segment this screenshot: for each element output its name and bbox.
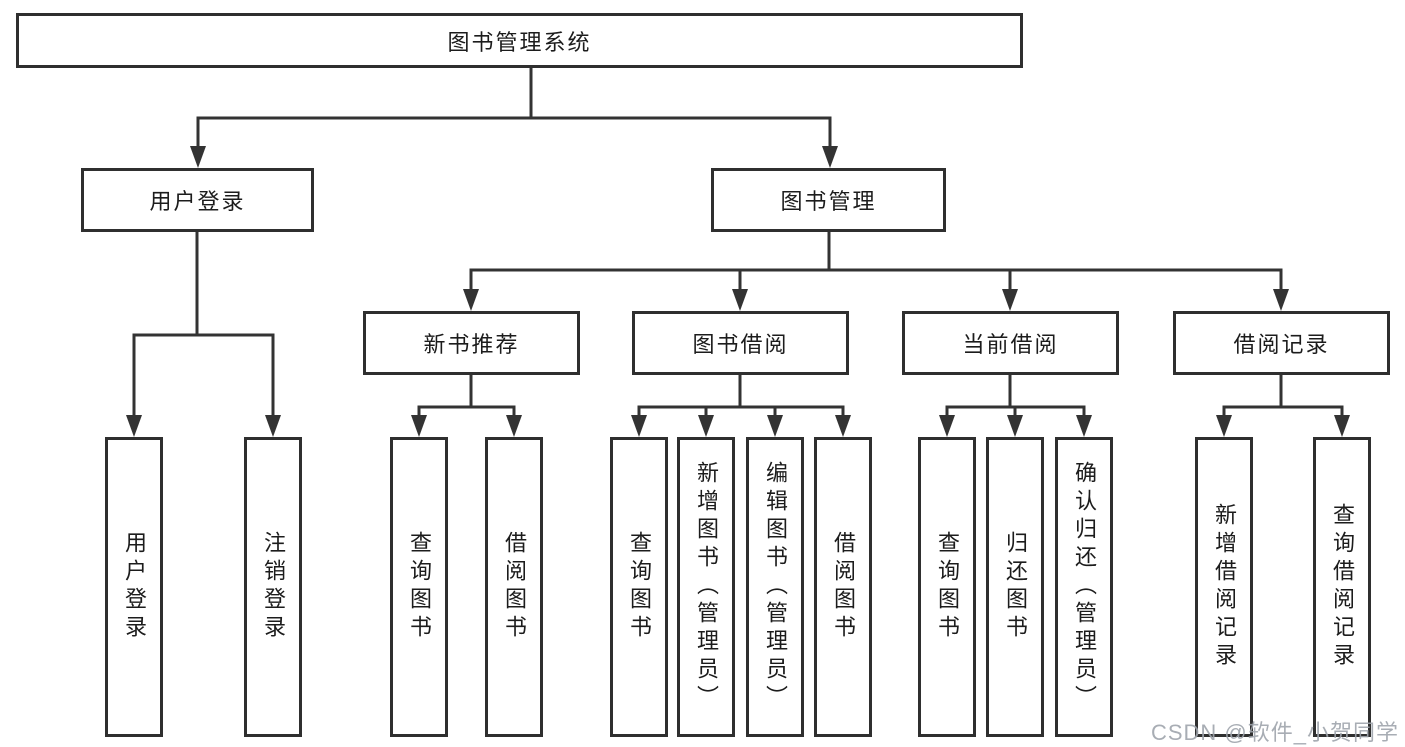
arrowhead-icon — [732, 289, 748, 311]
arrowhead-icon — [767, 415, 783, 437]
leaf-borrowing-borrow-books-label: 借阅图书 — [831, 531, 856, 643]
leaf-user-login-label: 用户登录 — [122, 531, 147, 643]
arrowhead-icon — [265, 415, 281, 437]
leaf-current-query-books-label: 查询图书 — [935, 531, 960, 643]
node-user-login-label: 用户登录 — [149, 189, 246, 214]
node-root-label: 图书管理系统 — [447, 29, 592, 55]
leaf-recommend-query-books-label: 查询图书 — [407, 531, 432, 643]
leaf-add-borrow-record: 新增借阅记录 — [1195, 437, 1253, 737]
node-book-borrowing: 图书借阅 — [632, 311, 849, 375]
arrowhead-icon — [1002, 289, 1018, 311]
leaf-return-books-label: 归还图书 — [1003, 531, 1028, 643]
leaf-edit-books-admin-label: 编辑图书（管理员） — [763, 461, 788, 713]
leaf-borrowing-query-books-label: 查询图书 — [627, 531, 652, 643]
leaf-borrowing-borrow-books: 借阅图书 — [814, 437, 872, 737]
leaf-confirm-return-admin: 确认归还（管理员） — [1055, 437, 1113, 737]
node-book-management-label: 图书管理 — [780, 189, 877, 214]
arrowhead-icon — [190, 146, 206, 168]
leaf-confirm-return-admin-label: 确认归还（管理员） — [1072, 461, 1097, 713]
connector-current-children — [939, 375, 1092, 437]
leaf-user-login: 用户登录 — [105, 437, 163, 737]
leaf-query-borrow-record: 查询借阅记录 — [1313, 437, 1371, 737]
connector-borrowing-children — [631, 375, 851, 437]
node-book-management: 图书管理 — [711, 168, 946, 232]
arrowhead-icon — [631, 415, 647, 437]
leaf-recommend-borrow-books: 借阅图书 — [485, 437, 543, 737]
node-book-borrowing-label: 图书借阅 — [692, 332, 789, 357]
arrowhead-icon — [1334, 415, 1350, 437]
node-borrowing-records-label: 借阅记录 — [1233, 332, 1330, 357]
arrowhead-icon — [1216, 415, 1232, 437]
leaf-logout: 注销登录 — [244, 437, 302, 737]
arrowhead-icon — [1076, 415, 1092, 437]
leaf-return-books: 归还图书 — [986, 437, 1044, 737]
arrowhead-icon — [698, 415, 714, 437]
node-borrowing-records: 借阅记录 — [1173, 311, 1390, 375]
node-current-borrowing: 当前借阅 — [902, 311, 1119, 375]
leaf-recommend-query-books: 查询图书 — [390, 437, 448, 737]
arrowhead-icon — [411, 415, 427, 437]
leaf-query-borrow-record-label: 查询借阅记录 — [1330, 503, 1355, 671]
arrowhead-icon — [463, 289, 479, 311]
leaf-logout-label: 注销登录 — [261, 531, 286, 643]
leaf-add-books-admin: 新增图书（管理员） — [677, 437, 735, 737]
arrowhead-icon — [1007, 415, 1023, 437]
node-user-login: 用户登录 — [81, 168, 314, 232]
connector-recommend-children — [411, 375, 522, 437]
leaf-borrowing-query-books: 查询图书 — [610, 437, 668, 737]
leaf-add-borrow-record-label: 新增借阅记录 — [1212, 503, 1237, 671]
connector-book-management-children — [463, 232, 1289, 311]
leaf-add-books-admin-label: 新增图书（管理员） — [694, 461, 719, 713]
node-root: 图书管理系统 — [16, 13, 1023, 68]
node-new-book-recommend-label: 新书推荐 — [423, 332, 520, 357]
arrowhead-icon — [126, 415, 142, 437]
arrowhead-icon — [506, 415, 522, 437]
node-current-borrowing-label: 当前借阅 — [962, 332, 1059, 357]
leaf-recommend-borrow-books-label: 借阅图书 — [502, 531, 527, 643]
leaf-current-query-books: 查询图书 — [918, 437, 976, 737]
connector-records-children — [1216, 375, 1350, 437]
node-new-book-recommend: 新书推荐 — [363, 311, 580, 375]
arrowhead-icon — [939, 415, 955, 437]
arrowhead-icon — [835, 415, 851, 437]
arrowhead-icon — [822, 146, 838, 168]
arrowhead-icon — [1273, 289, 1289, 311]
connector-user-login-children — [126, 232, 281, 437]
connector-root-to-level2 — [190, 68, 838, 168]
leaf-edit-books-admin: 编辑图书（管理员） — [746, 437, 804, 737]
csdn-watermark: CSDN @软件_小贺同学 — [1150, 720, 1399, 745]
